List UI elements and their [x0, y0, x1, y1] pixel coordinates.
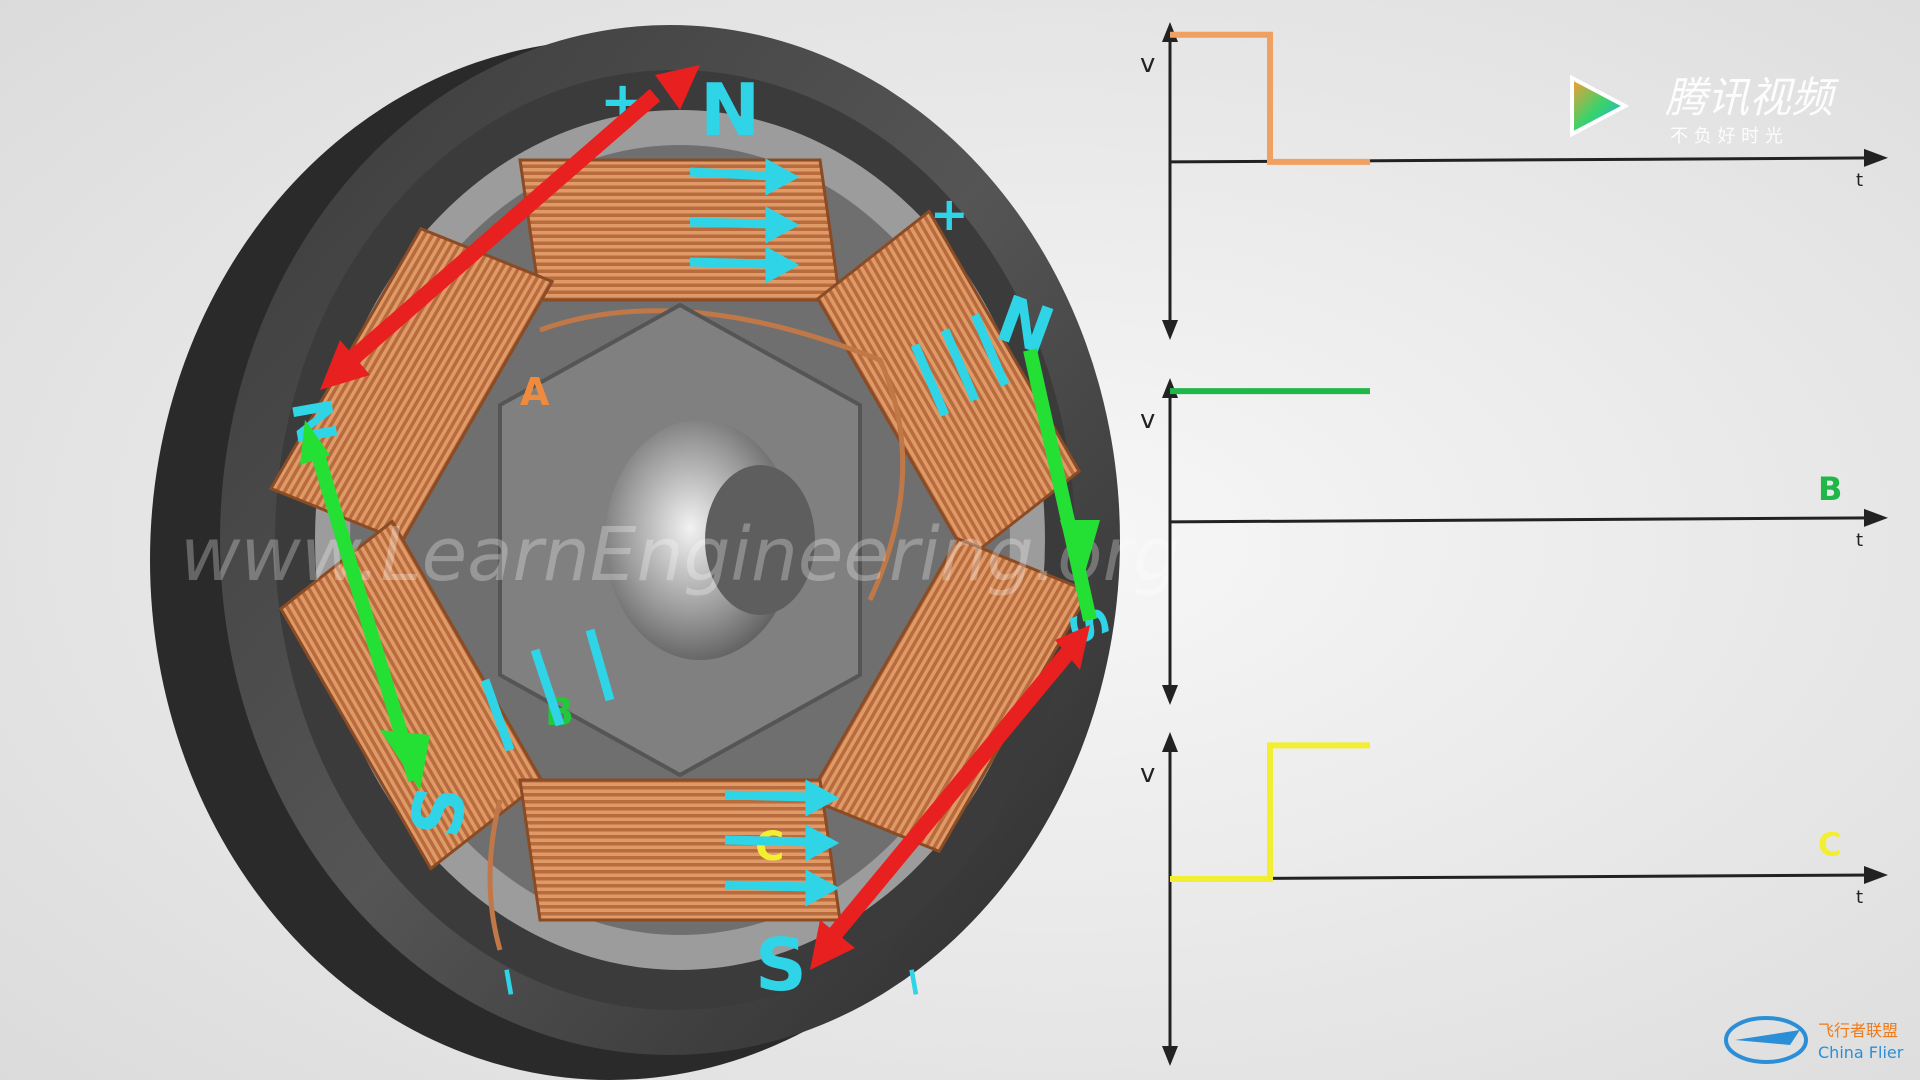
phase-C-y-label: v	[1140, 759, 1155, 789]
pole-label-bottom: S	[755, 923, 807, 1007]
phase-C-y-arrow-down	[1162, 1046, 1178, 1066]
phase-C-series-line	[1170, 742, 1370, 882]
terminal-mark-right: +	[930, 187, 969, 241]
terminal-mark-bottom-right: −	[889, 962, 940, 1003]
wire-lead	[487, 799, 503, 951]
shaft-bore	[705, 465, 815, 615]
flux-arrows-left	[480, 628, 615, 752]
phase-C-x-label: t	[1856, 887, 1863, 908]
terminal-mark-bottom-left: −	[484, 962, 535, 1003]
coil-lower-left	[278, 519, 545, 871]
phase-A-y-arrow-down	[1162, 320, 1178, 340]
flux-arrows-bottom	[724, 779, 840, 907]
phase-B-y-arrow-down	[1162, 685, 1178, 705]
coil-label-c: C	[755, 824, 784, 870]
corner-logo-en: China Flier	[1818, 1043, 1904, 1062]
phase-A-series-line	[1170, 31, 1370, 165]
phase-C-x-arrow	[1864, 865, 1888, 884]
wire-loop	[539, 308, 906, 602]
phase-C-series-label: C	[1818, 825, 1841, 863]
coil-label-a: A	[520, 370, 550, 414]
pole-label-top: N	[700, 68, 760, 152]
flux-arrows-top	[689, 158, 800, 284]
phase-B-x-label: t	[1856, 530, 1863, 551]
phase-C-x-axis	[1169, 873, 1877, 881]
phase-B-x-axis	[1169, 516, 1877, 524]
china-flier-logo: 飞行者联盟 China Flier	[1724, 1016, 1904, 1064]
tencent-video-logo: 腾讯视频 不 负 好 时 光	[1570, 73, 1840, 147]
phase-A-x-label: t	[1856, 170, 1863, 191]
plane-icon	[1735, 1030, 1800, 1045]
brand-name: 腾讯视频	[1665, 73, 1840, 122]
coil-upper-left	[268, 226, 555, 544]
field-arrow-b-left	[300, 420, 430, 790]
phase-B-x-arrow	[1864, 508, 1888, 527]
plane-orbit-icon	[1724, 1016, 1808, 1064]
play-icon	[1570, 74, 1630, 138]
field-arrow-c	[810, 625, 1090, 970]
phase-A-x-arrow	[1864, 148, 1888, 167]
corner-logo-cn: 飞行者联盟	[1818, 1021, 1898, 1040]
phase-B-y-label: v	[1140, 405, 1155, 435]
site-watermark: www.LearnEngineering.org	[180, 512, 1180, 598]
phase-B-series-label: B	[1818, 470, 1842, 508]
field-arrow-b-right	[1023, 348, 1100, 622]
phase-C-y-arrow-up	[1162, 732, 1178, 752]
brand-slogan: 不 负 好 时 光	[1670, 126, 1783, 147]
flux-arrows-right	[910, 313, 1010, 417]
phase-A-y-label: v	[1140, 49, 1155, 79]
field-arrow-a	[320, 65, 700, 390]
bldc-motor-illustration: www.LearnEngineering.org A B C N N	[150, 25, 1180, 1080]
